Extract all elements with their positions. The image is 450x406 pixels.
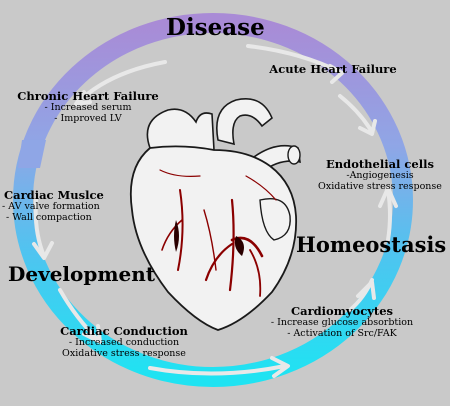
cycle-ring <box>13 13 413 387</box>
node-chronic-heart-failure-title: Chronic Heart Failure <box>17 89 159 103</box>
cycle-arrows <box>32 44 398 378</box>
heart-illustration <box>129 98 301 331</box>
node-chronic-heart-failure-line-2: - Improved LV <box>54 113 122 125</box>
node-cardiac-muscle-line-1: - AV valve formation <box>2 201 100 213</box>
vessel-shadow-right <box>234 236 244 256</box>
node-cardiac-muscle-title: Cardiac Muslce <box>4 188 104 202</box>
node-chronic-heart-failure-line-1: - Increased serum <box>44 102 132 114</box>
node-cardiomyocytes: Cardiomyocytes - Increase glucose absorb… <box>262 304 422 340</box>
arrow-top-right-head <box>328 64 344 84</box>
node-endothelial-cells-title: Endothelial cells <box>326 157 434 171</box>
arrow-right-mid-head <box>378 186 398 208</box>
node-cardiomyocytes-line-1: - Increase glucose absorbtion <box>270 317 414 329</box>
ring-left-end <box>18 140 46 168</box>
arrow-left-lower-head <box>82 324 102 344</box>
arrow-left-upper <box>33 198 46 258</box>
coronary-vessels <box>159 169 277 297</box>
arrow-bottom <box>148 364 287 376</box>
right-appendage <box>259 198 291 241</box>
node-endothelial-cells: Endothelial cells -Angiogenesis Oxidativ… <box>312 157 448 193</box>
arrow-left-upper-head <box>32 241 54 260</box>
node-endothelial-cells-line-1: -Angiogenesis <box>346 170 414 182</box>
node-endothelial-cells-line-2: Oxidative stress response <box>318 181 442 193</box>
node-cardiac-conduction-line-1: - Increased conduction <box>68 337 180 349</box>
node-cardiac-conduction-title: Cardiac Conduction <box>60 324 188 338</box>
node-cardiac-muscle: Cardiac Muslce - AV valve formation - Wa… <box>0 188 112 224</box>
node-acute-heart-failure-title: Acute Heart Failure <box>269 62 397 76</box>
arrow-right-upper <box>338 94 374 134</box>
arrow-right-upper-head <box>358 119 377 136</box>
arrow-left-lower <box>58 288 100 342</box>
arrow-top-left <box>76 60 167 104</box>
title-disease: Disease <box>166 14 265 41</box>
aorta <box>216 98 273 146</box>
left-atrium <box>146 108 215 151</box>
node-cardiac-muscle-line-2: - Wall compaction <box>6 212 92 224</box>
node-cardiac-conduction-line-2: Oxidative stress response <box>62 348 186 360</box>
arrow-top-left-head <box>74 90 92 106</box>
node-cardiomyocytes-line-2: - Activation of Src/FAK <box>287 328 397 340</box>
vessel-opening <box>287 145 301 165</box>
heart-body <box>129 145 298 331</box>
arrow-right-lower-head <box>356 280 376 300</box>
node-cardiomyocytes-title: Cardiomyocytes <box>290 304 394 318</box>
node-cardiac-conduction: Cardiac Conduction - Increased conductio… <box>50 324 198 360</box>
node-acute-heart-failure: Acute Heart Failure <box>258 62 408 76</box>
arrow-bottom-head <box>270 356 290 378</box>
vessel-shadow-left <box>174 220 179 252</box>
node-chronic-heart-failure: Chronic Heart Failure - Increased serum … <box>4 89 172 125</box>
title-homeostasis: Homeostasis <box>296 232 447 257</box>
title-development: Development <box>8 262 156 286</box>
